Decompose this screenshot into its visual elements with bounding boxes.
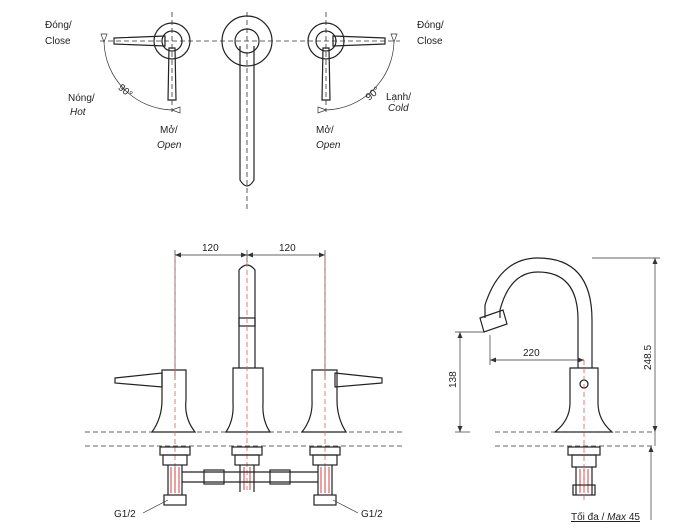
label-close-en-left: Close [45, 36, 71, 47]
dim-spacing-right: 120 [279, 243, 296, 254]
spout-inner-curve [499, 271, 579, 368]
label-open-vi-right: Mở/ [316, 124, 334, 136]
right-rotation-arc [325, 41, 395, 111]
label-cold-en: Cold [388, 103, 409, 114]
label-angle-left: 90° [116, 82, 135, 100]
leader-thread-left [142, 499, 169, 514]
label-thread-right: G1/2 [361, 509, 383, 520]
left-handle-front [114, 255, 197, 495]
label-angle-right: 90° [364, 85, 383, 103]
label-hot-en: Hot [70, 107, 87, 118]
dim-spout-height: 138 [448, 371, 459, 388]
label-max-thickness: Tối đa / Max 45 [571, 511, 640, 523]
spout-front [224, 262, 272, 490]
label-close-vi-left: Đóng/ [45, 20, 72, 31]
left-rotation-arc [103, 41, 173, 111]
leader-thread-right [332, 499, 359, 514]
spout-outer-curve [484, 257, 593, 368]
label-hot-vi: Nóng/ [68, 93, 95, 104]
label-thread-left: G1/2 [114, 509, 136, 520]
label-close-vi-right: Đóng/ [417, 20, 444, 31]
side-view: 138 220 248.5 Tối đa / Max 45 [448, 257, 660, 523]
side-base-body [553, 367, 614, 433]
label-open-en-left: Open [157, 140, 182, 151]
spout-aerator [479, 309, 508, 333]
label-cold-vi: Lạnh/ [386, 92, 411, 103]
dim-reach: 220 [523, 348, 540, 359]
spout-top [221, 12, 273, 210]
label-open-vi-left: Mở/ [160, 124, 178, 136]
dim-total-height: 248.5 [643, 345, 654, 370]
label-open-en-right: Open [316, 140, 341, 151]
label-close-en-right: Close [417, 36, 443, 47]
right-handle-top [307, 12, 386, 112]
front-view: 120 120 [85, 243, 402, 520]
top-view: Đóng/ Close Nóng/ Hot 90° Mở/ Open Đóng/… [45, 12, 444, 210]
dim-spacing-left: 120 [202, 243, 219, 254]
right-handle-front [300, 255, 383, 495]
under-counter-plumbing [159, 446, 341, 506]
left-handle-top [113, 12, 191, 112]
